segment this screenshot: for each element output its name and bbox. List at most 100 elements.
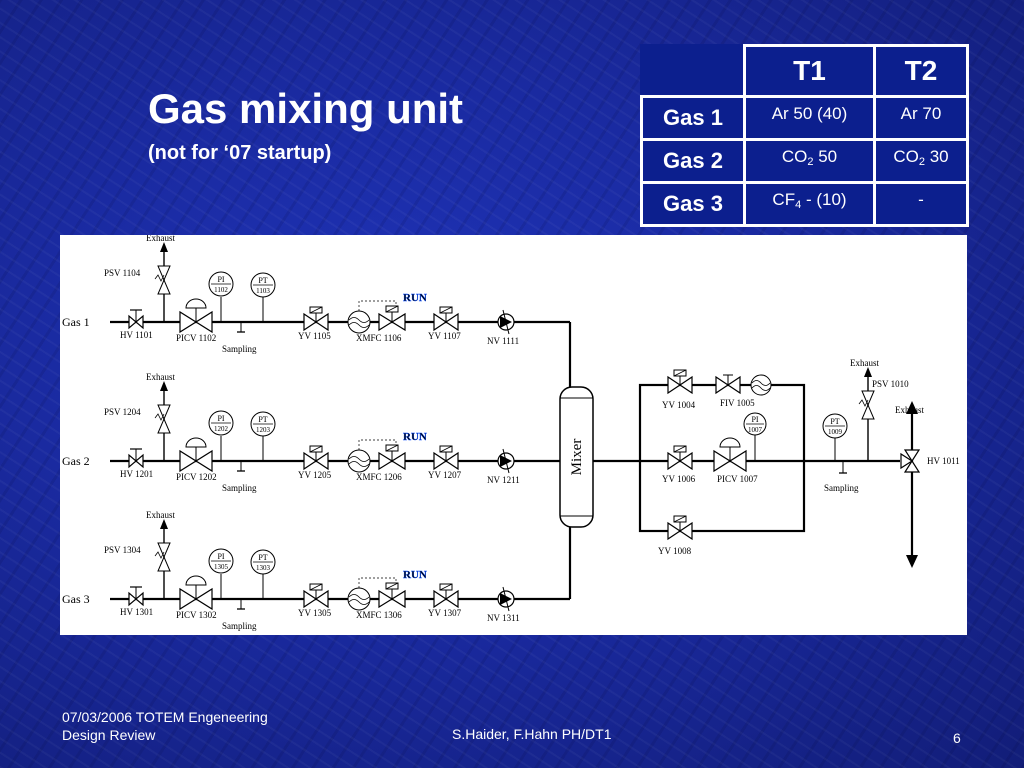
hv-label: HV 1301 <box>120 607 153 617</box>
hv-valve <box>900 452 914 470</box>
table-corner-cell <box>641 45 746 98</box>
exhaust-arrow <box>160 242 168 252</box>
footer-subtitle: Design Review <box>62 727 156 743</box>
xmfc-label: XMFC 1106 <box>356 333 402 343</box>
psv-valve <box>157 265 171 282</box>
instrument-tag: PT <box>830 417 839 426</box>
table-cell-t1: Ar 50 (40) <box>743 95 876 141</box>
mixer: Mixer <box>559 386 594 528</box>
vent-arrow-down <box>906 555 918 568</box>
run-label: RUN <box>403 431 427 443</box>
control-link <box>358 300 397 311</box>
psv-label: PSV 1204 <box>104 407 141 417</box>
yv-label: YV 1307 <box>428 608 462 618</box>
yv-label: YV 1107 <box>428 331 461 341</box>
yv-label: YV 1207 <box>428 470 462 480</box>
instrument-number: 1203 <box>256 426 271 434</box>
nv-label: NV 1311 <box>487 613 520 623</box>
hv-label: HV 1101 <box>120 330 153 340</box>
instrument-number: 1009 <box>828 428 843 436</box>
sampling-label: Sampling <box>222 344 257 354</box>
picv-label: PICV 1007 <box>717 474 758 484</box>
instrument-tag: PI <box>217 552 224 561</box>
instrument-number: 1007 <box>748 426 763 434</box>
yv-label: YV 1004 <box>662 400 696 410</box>
sampling-label: Sampling <box>222 483 257 493</box>
picv-label: PICV 1102 <box>176 333 216 343</box>
footer-left: 07/03/2006 TOTEM Engeneering Design Revi… <box>62 708 268 744</box>
psv-valve <box>157 542 171 559</box>
control-link <box>358 439 397 450</box>
gas-composition-table: T1 T2 Gas 1 Ar 50 (40) Ar 70 Gas 2 CO2 5… <box>640 44 969 227</box>
nv-label: NV 1111 <box>487 336 519 346</box>
run-label: RUN <box>403 292 427 304</box>
mixer-label: Mixer <box>569 439 585 476</box>
footer-authors: S.Haider, F.Hahn PH/DT1 <box>452 726 612 742</box>
table-header-t2: T2 <box>873 44 969 98</box>
table-cell-t2: CO2 30 <box>873 138 969 184</box>
fiv-label: FIV 1005 <box>720 398 755 408</box>
gas-inlet-label: Gas 3 <box>62 592 90 606</box>
control-link <box>358 577 397 588</box>
yv-label: YV 1105 <box>298 331 331 341</box>
xmfc-label: XMFC 1306 <box>356 610 402 620</box>
instrument-number: 1102 <box>214 286 228 294</box>
table-row: Gas 3 CF4 - (10) - <box>640 181 969 227</box>
table-row-label: Gas 1 <box>640 95 746 141</box>
xmfc-label: XMFC 1206 <box>356 472 402 482</box>
picv-label: PICV 1302 <box>176 610 217 620</box>
exhaust-arrow <box>160 381 168 391</box>
outlet-section: YV 1004 FIV 1005 YV 1006 PICV 1007 PI 1007 YV … <box>593 358 960 568</box>
page-number: 6 <box>953 730 961 746</box>
footer-date-event: 07/03/2006 TOTEM Engeneering <box>62 709 268 725</box>
table-row: Gas 2 CO2 50 CO2 30 <box>640 138 969 184</box>
instrument-number: 1103 <box>256 287 270 295</box>
hv-label: HV 1011 <box>927 456 960 466</box>
mixer-vessel <box>559 386 594 528</box>
vent-arrow-up <box>906 401 918 414</box>
psv-label: PSV 1010 <box>872 379 909 389</box>
psv-label: PSV 1104 <box>104 268 141 278</box>
table-cell-t1: CF4 - (10) <box>743 181 876 227</box>
hv-label: HV 1201 <box>120 469 153 479</box>
instrument-tag: PI <box>751 415 758 424</box>
psv-valve <box>861 390 875 407</box>
instrument-tag: PI <box>217 275 224 284</box>
exhaust-label: Exhaust <box>146 235 175 243</box>
sampling-label: Sampling <box>824 483 859 493</box>
table-header-row: T1 T2 <box>641 44 969 98</box>
picv-label: PICV 1202 <box>176 472 217 482</box>
yv-label: YV 1205 <box>298 470 332 480</box>
run-label: RUN <box>403 569 427 581</box>
exhaust-label: Exhaust <box>895 405 924 415</box>
exhaust-arrow <box>160 519 168 529</box>
slide-title: Gas mixing unit <box>148 85 464 132</box>
table-row: Gas 1 Ar 50 (40) Ar 70 <box>640 95 969 141</box>
yv-label: YV 1006 <box>662 474 696 484</box>
psv-label: PSV 1304 <box>104 545 141 555</box>
gas-inlet-label: Gas 2 <box>62 454 90 468</box>
yv-label: YV 1008 <box>658 546 692 556</box>
instrument-tag: PI <box>217 414 224 423</box>
instrument-number: 1305 <box>214 563 229 571</box>
exhaust-label: Exhaust <box>850 358 879 368</box>
slide-subtitle: (not for ‘07 startup) <box>148 142 332 164</box>
flow-meter <box>750 374 772 396</box>
table-cell-t2: - <box>873 181 969 227</box>
instrument-tag: PT <box>258 415 267 424</box>
table-cell-t2: Ar 70 <box>873 95 969 141</box>
instrument-tag: PT <box>258 276 267 285</box>
table-row-label: Gas 3 <box>640 181 746 227</box>
table-row-label: Gas 2 <box>640 138 746 184</box>
nv-label: NV 1211 <box>487 475 520 485</box>
exhaust-label: Exhaust <box>146 372 175 382</box>
exhaust-label: Exhaust <box>146 510 175 520</box>
gas-inlet-label: Gas 1 <box>62 315 90 329</box>
instrument-number: 1303 <box>256 564 271 572</box>
table-header-t1: T1 <box>743 44 876 98</box>
table-cell-t1: CO2 50 <box>743 138 876 184</box>
instrument-tag: PT <box>258 553 267 562</box>
